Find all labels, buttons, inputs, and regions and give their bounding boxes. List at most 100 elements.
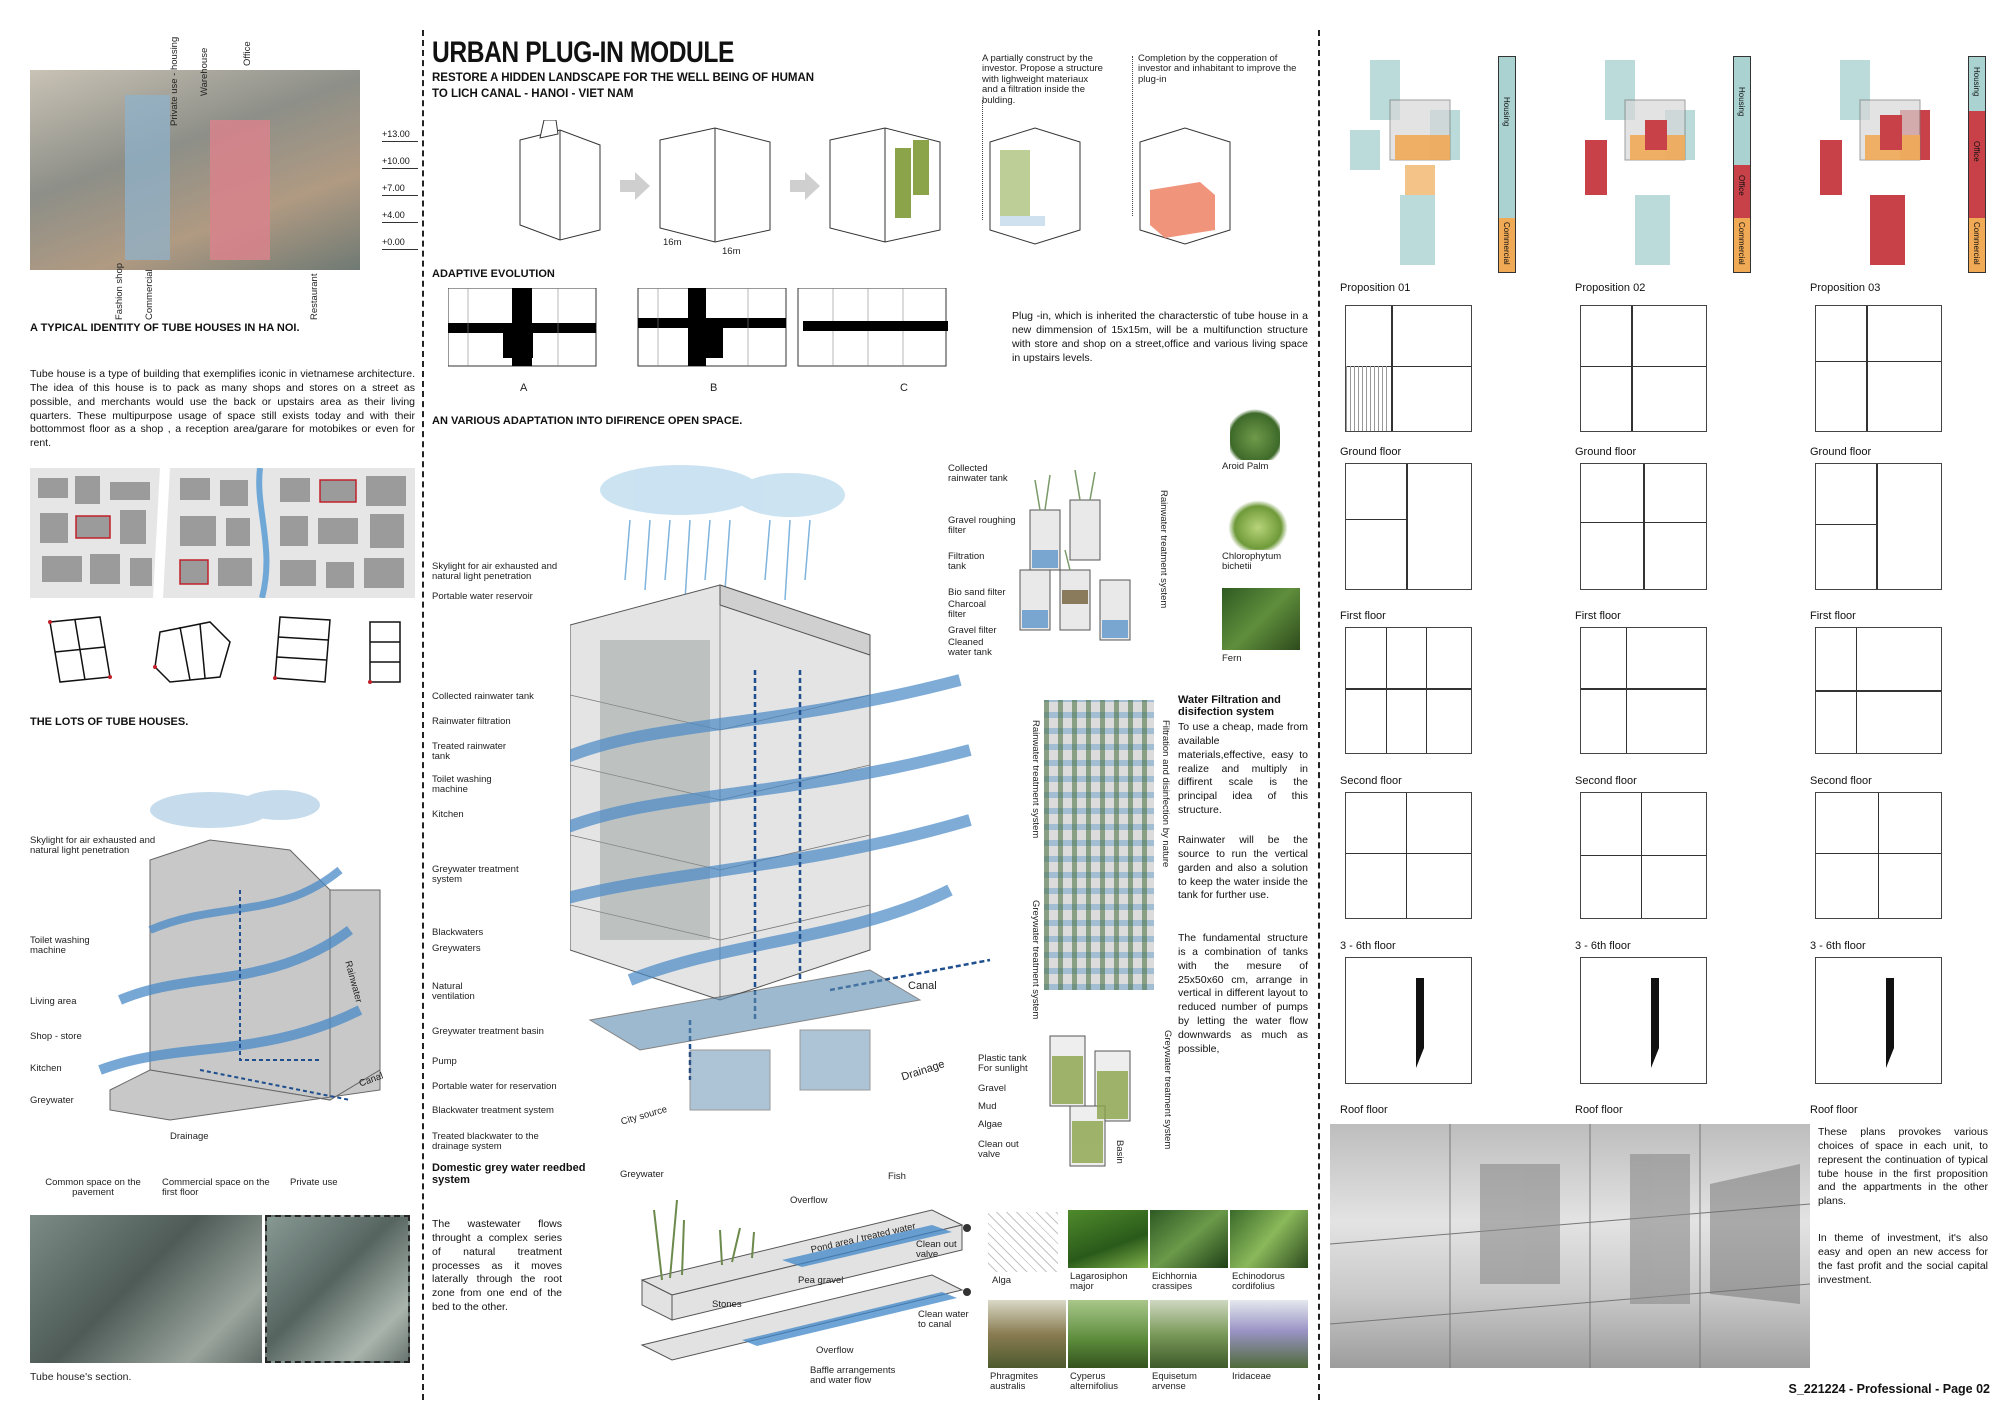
left-sec-label-toilet: Toilet washing machine	[30, 935, 90, 957]
subtitle-1: RESTORE A HIDDEN LANDSCAPE FOR THE WELL …	[432, 72, 815, 84]
plan-p2-first	[1580, 463, 1707, 590]
prop3-bar-commercial: Commercial	[1969, 218, 1985, 272]
reedbed-label-stones: Stones	[712, 1299, 742, 1310]
axon-label-kitchen: Kitchen	[432, 809, 464, 820]
tube-top-label-2: Private use - housing	[169, 36, 180, 126]
reedbed-label-clean-canal: Clean water to canal	[918, 1309, 969, 1331]
grey-tank-label-4: Clean out valve	[978, 1139, 1019, 1161]
rain-tank-label-6: Cleaned water tank	[948, 637, 992, 659]
note-leader-2	[1132, 56, 1133, 216]
reedbed-label-cleanout: Clean out valve	[916, 1239, 957, 1261]
section-caption: Tube house's section.	[30, 1371, 132, 1383]
plant-bottom-label-2: Eichhornia crassipes	[1152, 1271, 1197, 1293]
plant-lagarosiphon-image	[1068, 1210, 1148, 1268]
site-map-svg	[30, 468, 415, 598]
rain-tank-diagram	[1019, 470, 1131, 641]
plant-bottom-label-6: Equisetum arvense	[1152, 1371, 1197, 1393]
plan-p1-first	[1345, 463, 1472, 590]
reedbed-text: The wastewater flows throught a complex …	[432, 1218, 562, 1314]
prop1-title: Proposition 01	[1340, 282, 1411, 294]
plant-bottom-label-0: Alga	[992, 1275, 1012, 1286]
dimension-a: 16m	[663, 237, 682, 248]
left-sec-label-skylight: Skylight for air exhausted and natural l…	[30, 835, 156, 857]
plan-p3-first	[1815, 463, 1942, 590]
rain-tank-label-2: Filtration tank	[948, 551, 985, 573]
plant-chlorophytum-label: Chlorophytum bichetii	[1222, 551, 1282, 573]
plans-text-2: In theme of investment, it's also easy a…	[1818, 1232, 1988, 1286]
left-sec-label-living: Living area	[30, 996, 77, 1007]
canal-photo-1	[30, 1215, 262, 1363]
p3-floor-third: 3 - 6th floor	[1810, 940, 1866, 952]
grey-tank-diagram	[1049, 1035, 1131, 1167]
alga-sketch	[988, 1212, 1058, 1272]
level-scale: +13.00 +10.00 +7.00 +4.00 +0.00	[382, 130, 418, 250]
plant-phragmites-image	[988, 1300, 1066, 1368]
plant-aroid-label: Aroid Palm	[1222, 461, 1269, 472]
plant-eichhornia-image	[1150, 1210, 1228, 1268]
tube-bottom-label-2: Restaurant	[309, 273, 320, 320]
prop3-title: Proposition 03	[1810, 282, 1881, 294]
p1-floor-second: Second floor	[1340, 775, 1402, 787]
level-3: +4.00	[382, 196, 418, 223]
reedbed-label-pea: Pea gravel	[798, 1275, 844, 1286]
axon-label-blackwaters: Blackwaters	[432, 927, 484, 938]
facade-vertical-label: Filtration and disinfection by nature	[1160, 720, 1171, 868]
prop1-use-bar: Housing Commercial	[1498, 56, 1516, 273]
reedbed-label-greywater: Greywater	[620, 1169, 664, 1180]
left-sec-label-commercial: Commercial space on the first floor	[162, 1177, 270, 1199]
p1-floor-roof: Roof floor	[1340, 1104, 1388, 1116]
variant-b: B	[710, 382, 718, 394]
site-map	[30, 468, 415, 598]
divider-2	[1318, 30, 1320, 1400]
plant-bottom-label-3: Echinodorus cordifolius	[1232, 1271, 1285, 1293]
level-2: +7.00	[382, 169, 418, 196]
axon-label-blackwater-sys: Blackwater treatment system	[432, 1105, 554, 1116]
axon-label-reservation: Portable water for reservation	[432, 1081, 557, 1092]
prop1-bar-commercial: Commercial	[1499, 218, 1515, 272]
plant-bottom-label-7: Iridaceae	[1232, 1371, 1272, 1382]
p1-floor-first: First floor	[1340, 610, 1386, 622]
level-0: +13.00	[382, 130, 418, 142]
page-title: URBAN PLUG-IN MODULE	[432, 36, 735, 69]
grey-tank-vertical: Greywater treatment system	[1162, 1030, 1173, 1150]
reedbed-heading: Domestic grey water reedbed system	[432, 1162, 586, 1186]
prop2-title: Proposition 02	[1575, 282, 1646, 294]
p2-floor-third: 3 - 6th floor	[1575, 940, 1631, 952]
axon-label-filtration: Rainwater filtration	[432, 716, 511, 727]
identity-heading: A TYPICAL IDENTITY OF TUBE HOUSES IN HA …	[30, 322, 300, 334]
lots-heading: THE LOTS OF TUBE HOUSES.	[30, 716, 189, 728]
abc-plans	[448, 288, 948, 367]
plans-text-1: These plans provokes various choices of …	[1818, 1126, 1988, 1208]
prop2-bar-office: Office	[1734, 164, 1750, 219]
tube-bottom-label-0: Fashion shop	[114, 262, 125, 320]
note-leader-1	[982, 100, 983, 220]
plant-iridaceae-image	[1230, 1300, 1308, 1368]
grey-tank-label-2: Mud	[978, 1101, 997, 1112]
plan-p3-roof	[1815, 957, 1942, 1084]
tube-house-photo	[30, 70, 360, 270]
water-text-2: Rainwater will be the source to run the …	[1178, 834, 1308, 902]
water-heading: Water Filtration and disifection system	[1178, 694, 1281, 718]
rain-tank-vertical: Rainwater treatment system	[1158, 490, 1169, 609]
proposition-axons	[1350, 60, 1930, 265]
tube-top-label-0: Office	[242, 41, 253, 66]
grey-tank-label-3: Algae	[978, 1119, 1003, 1130]
axon-label-basin: Greywater treatment basin	[432, 1026, 544, 1037]
grey-tank-label-0: Plastic tank For sunlight	[978, 1053, 1028, 1075]
plan-p1-third	[1345, 792, 1472, 919]
rain-tank-label-0: Collected rainwater tank	[948, 463, 1008, 485]
level-4: +0.00	[382, 223, 418, 250]
plan-p1-ground	[1345, 305, 1472, 432]
dimension-b: 16m	[722, 246, 741, 257]
plan-p3-third	[1815, 792, 1942, 919]
perspective-svg	[1330, 1124, 1810, 1368]
level-1: +10.00	[382, 142, 418, 169]
note-investor: A partially construct by the investor. P…	[982, 53, 1103, 106]
plan-p3-second	[1815, 627, 1942, 754]
adaptive-heading: ADAPTIVE EVOLUTION	[432, 268, 555, 280]
divider-1	[422, 30, 424, 1400]
variant-c: C	[900, 382, 908, 394]
axon-label-greywaters: Greywaters	[432, 943, 481, 954]
plant-cyperus-image	[1068, 1300, 1148, 1368]
axon-label-treated-black: Treated blackwater to the drainage syste…	[432, 1131, 539, 1153]
